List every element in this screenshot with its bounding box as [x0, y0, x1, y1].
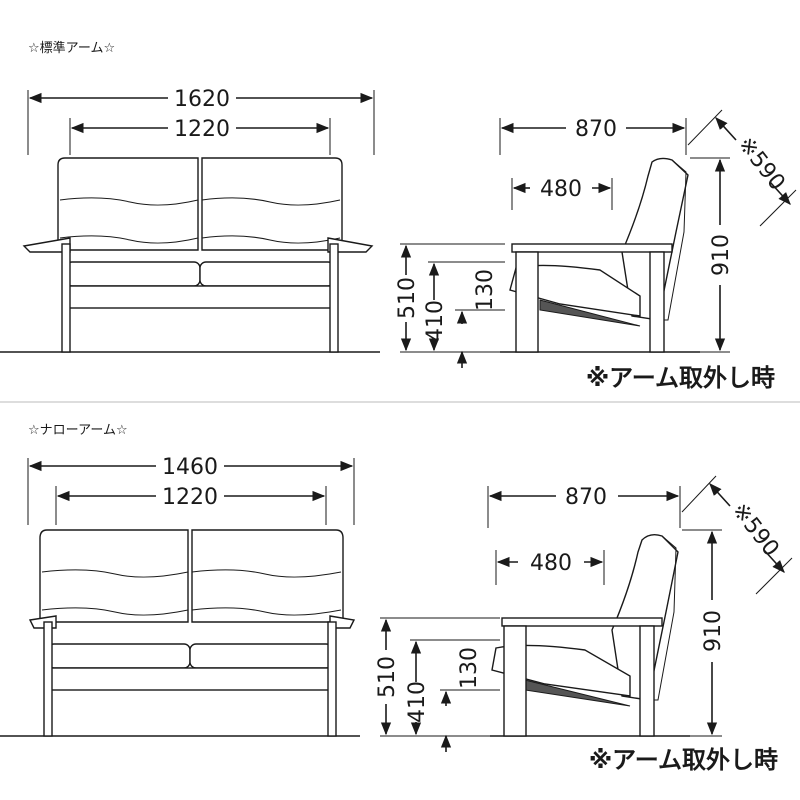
dimension-height-total: 910 — [690, 157, 734, 353]
dimension-width-total: 1460 — [27, 455, 355, 525]
dimension-heights: 510 410 130 — [395, 243, 505, 368]
svg-text:910: 910 — [701, 610, 726, 652]
svg-text:510: 510 — [395, 277, 420, 319]
arm-right — [327, 237, 374, 253]
svg-text:1620: 1620 — [174, 87, 230, 112]
seat-cushion-right — [199, 261, 335, 287]
sofa-base — [47, 667, 333, 691]
seat-cushion-right — [189, 643, 333, 669]
dimension-seat-depth: 480 — [495, 550, 605, 585]
svg-text:480: 480 — [530, 551, 572, 576]
svg-text:※590: ※590 — [727, 498, 784, 561]
tuft-line — [59, 197, 199, 206]
standard-arm-section: ☆標準アーム☆ — [0, 40, 797, 392]
leg-left — [61, 243, 71, 353]
svg-text:910: 910 — [709, 234, 734, 276]
svg-text:410: 410 — [405, 681, 430, 723]
back-cushion-right — [201, 157, 343, 251]
seat-cushion-left — [65, 261, 201, 287]
standard-side-view — [500, 157, 700, 353]
svg-text:130: 130 — [473, 269, 498, 311]
svg-text:※590: ※590 — [733, 132, 790, 195]
dimension-width-seat: 1220 — [69, 117, 331, 155]
backrest — [621, 157, 689, 321]
dimension-width-total: 1620 — [27, 87, 375, 155]
leg-right — [329, 243, 339, 353]
arm-removed-note: ※アーム取外し時 — [586, 364, 775, 392]
back-leg — [639, 625, 655, 737]
svg-text:1220: 1220 — [174, 117, 230, 142]
tuft-line — [59, 235, 199, 244]
dimension-depth-total: 870 — [499, 117, 687, 155]
tuft-line — [201, 197, 341, 206]
back-leg — [649, 251, 665, 353]
dimension-height-total: 910 — [682, 529, 726, 737]
dimension-heights: 510 410 130 — [375, 617, 500, 752]
dimension-depth-total: 870 — [487, 485, 681, 528]
svg-text:480: 480 — [540, 177, 582, 202]
narrow-arm-label: ☆ナローアーム☆ — [28, 423, 128, 438]
standard-front-view — [0, 157, 380, 353]
leg-right — [327, 621, 337, 737]
back-cushion-left — [39, 529, 189, 623]
back-cushion-right — [191, 529, 344, 623]
seat-cushion-left — [47, 643, 191, 669]
tuft-line — [201, 235, 341, 244]
armrest — [511, 243, 673, 253]
narrow-side-view — [490, 533, 690, 737]
leg-left — [43, 621, 53, 737]
arm-removed-note: ※アーム取外し時 — [589, 746, 778, 774]
svg-text:870: 870 — [565, 485, 607, 510]
dimension-depth-arm-removed: ※590 — [681, 475, 793, 595]
svg-text:1460: 1460 — [162, 455, 218, 480]
narrow-front-view — [0, 529, 360, 737]
sofa-base — [65, 285, 335, 309]
back-cushion-left — [57, 157, 199, 251]
dimension-seat-depth: 480 — [511, 177, 613, 210]
svg-text:1220: 1220 — [162, 485, 218, 510]
svg-text:130: 130 — [457, 647, 482, 689]
svg-text:510: 510 — [375, 656, 400, 698]
front-leg — [503, 625, 527, 737]
armrest — [501, 617, 663, 627]
front-leg — [515, 251, 539, 353]
svg-text:870: 870 — [575, 117, 617, 142]
svg-text:410: 410 — [423, 300, 448, 342]
dimension-depth-arm-removed: ※590 — [687, 109, 797, 227]
dimension-width-seat: 1220 — [55, 485, 327, 525]
narrow-arm-section: ☆ナローアーム☆ 1460 — [0, 423, 793, 774]
standard-arm-label: ☆標準アーム☆ — [28, 40, 115, 56]
